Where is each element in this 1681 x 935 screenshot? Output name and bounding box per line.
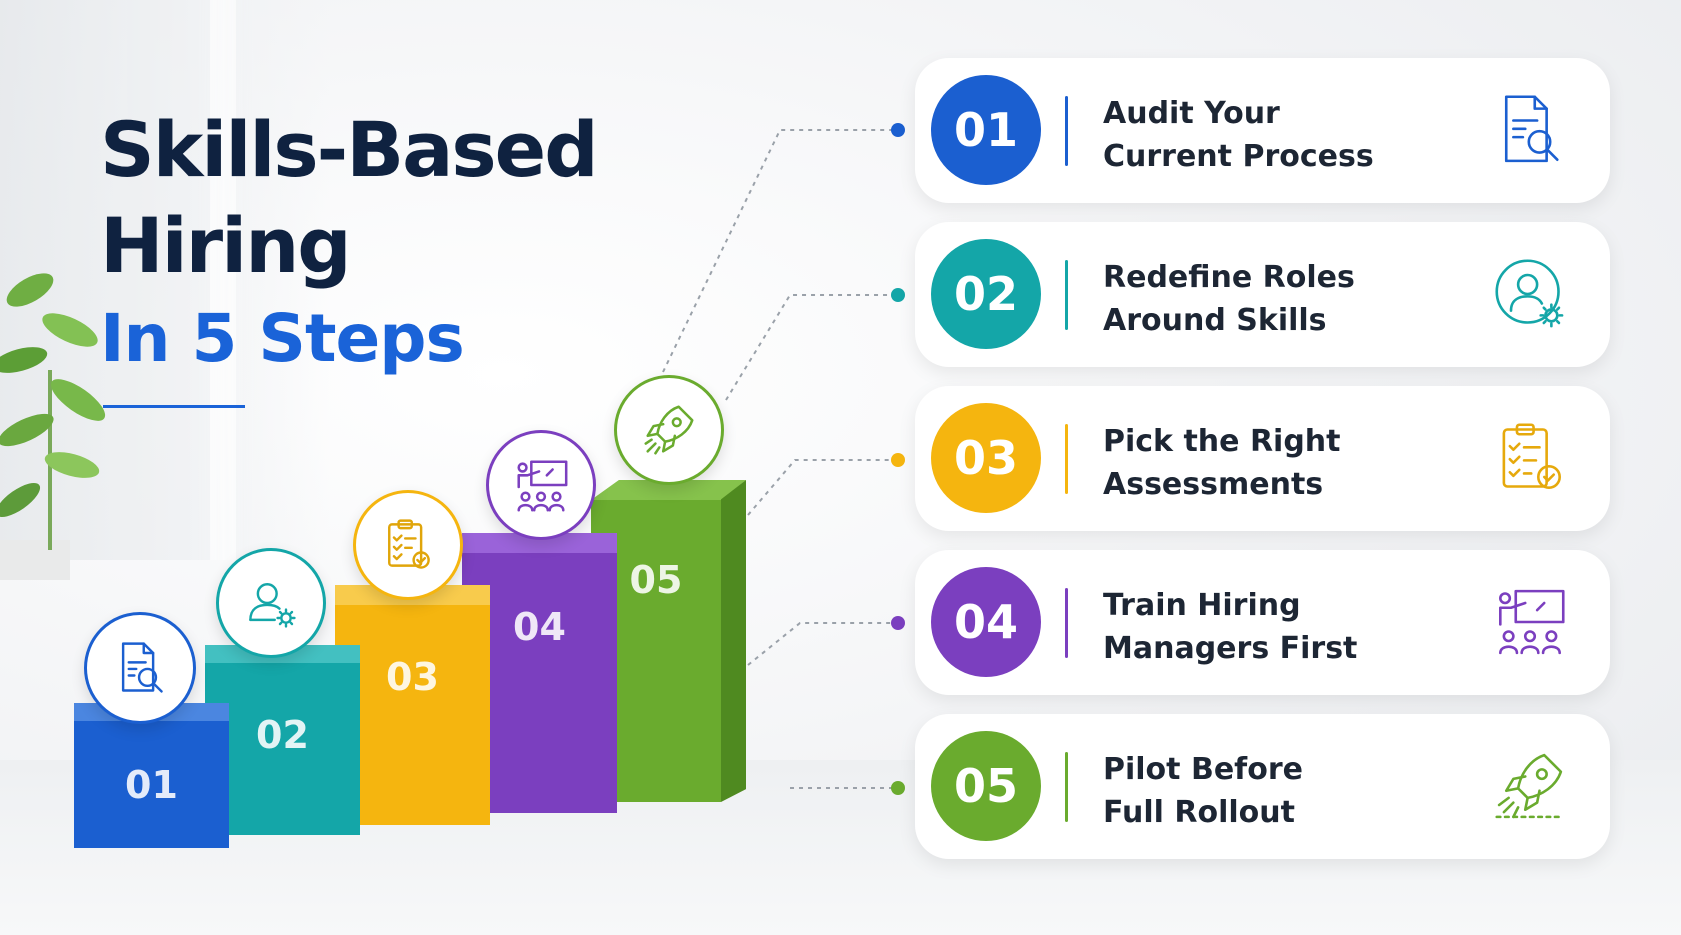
card-divider [1065,260,1068,330]
step-number-badge: 01 [931,75,1041,185]
card-divider [1065,588,1068,658]
staircase-graphic: 05 04 03 02 01 [0,0,800,935]
presentation-training-icon [1499,589,1565,655]
document-search-icon [1504,95,1559,163]
stair-bubble-03 [353,490,463,600]
step-title-line-2: Assessments [1103,467,1324,502]
step-card-02: 02 Redefine Roles Around Skills [915,222,1610,367]
stair-number-05: 05 [629,558,683,602]
step-title-line-1: Pilot Before [1103,752,1303,787]
stair-number-01: 01 [125,763,178,807]
step-card-03: 03 Pick the Right Assessments [915,386,1610,531]
step-title-line-1: Pick the Right [1103,424,1341,459]
stair-block-03: 03 [335,585,495,825]
stair-block-01: 01 [74,703,234,848]
stair-bubble-05 [614,375,724,485]
rocket-icon [644,405,694,455]
step-card-05: 05 Pilot Before Full Rollout [915,714,1610,859]
step-title-line-2: Managers First [1103,631,1358,666]
presentation-training-icon [517,460,568,512]
step-number-badge: 03 [931,403,1041,513]
title-line-1: Skills-Based [100,105,599,194]
title-underline [103,405,245,408]
document-search-icon [121,642,163,693]
step-number-badge: 04 [931,567,1041,677]
step-title-line-2: Current Process [1103,139,1374,174]
step-title-line-2: Around Skills [1103,303,1327,338]
step-title-line-2: Full Rollout [1103,795,1295,830]
rocket-icon [1495,753,1565,819]
step-title: Audit Your Current Process [1103,92,1503,178]
step-title: Train Hiring Managers First [1103,584,1503,670]
clipboard-check-icon [388,519,430,569]
step-title-line-1: Audit Your [1103,96,1280,131]
user-gear-icon [1495,259,1564,328]
title-block: Skills-Based Hiring In 5 Steps [100,102,599,384]
stair-bubble-01 [84,612,196,724]
user-gear-icon [249,583,296,628]
stair-number-04: 04 [513,605,566,649]
step-card-04: 04 Train Hiring Managers First [915,550,1610,695]
step-title-line-1: Redefine Roles [1103,260,1355,295]
card-divider [1065,424,1068,494]
stair-bubble-02 [216,548,326,658]
stair-bubble-04 [486,430,596,540]
card-divider [1065,752,1068,822]
card-divider [1065,96,1068,166]
clipboard-check-icon [1502,423,1561,489]
plant-decoration [0,273,106,580]
stair-number-03: 03 [386,655,439,699]
step-title: Pilot Before Full Rollout [1103,748,1503,834]
stair-number-02: 02 [256,713,309,757]
step-card-01: 01 Audit Your Current Process [915,58,1610,203]
step-number-badge: 05 [931,731,1041,841]
title-line-2: Hiring [100,201,352,290]
step-number-badge: 02 [931,239,1041,349]
step-title: Redefine Roles Around Skills [1103,256,1503,342]
step-title: Pick the Right Assessments [1103,420,1503,506]
step-title-line-1: Train Hiring [1103,588,1301,623]
title-line-3: In 5 Steps [100,300,465,377]
stair-block-02: 02 [205,645,365,835]
